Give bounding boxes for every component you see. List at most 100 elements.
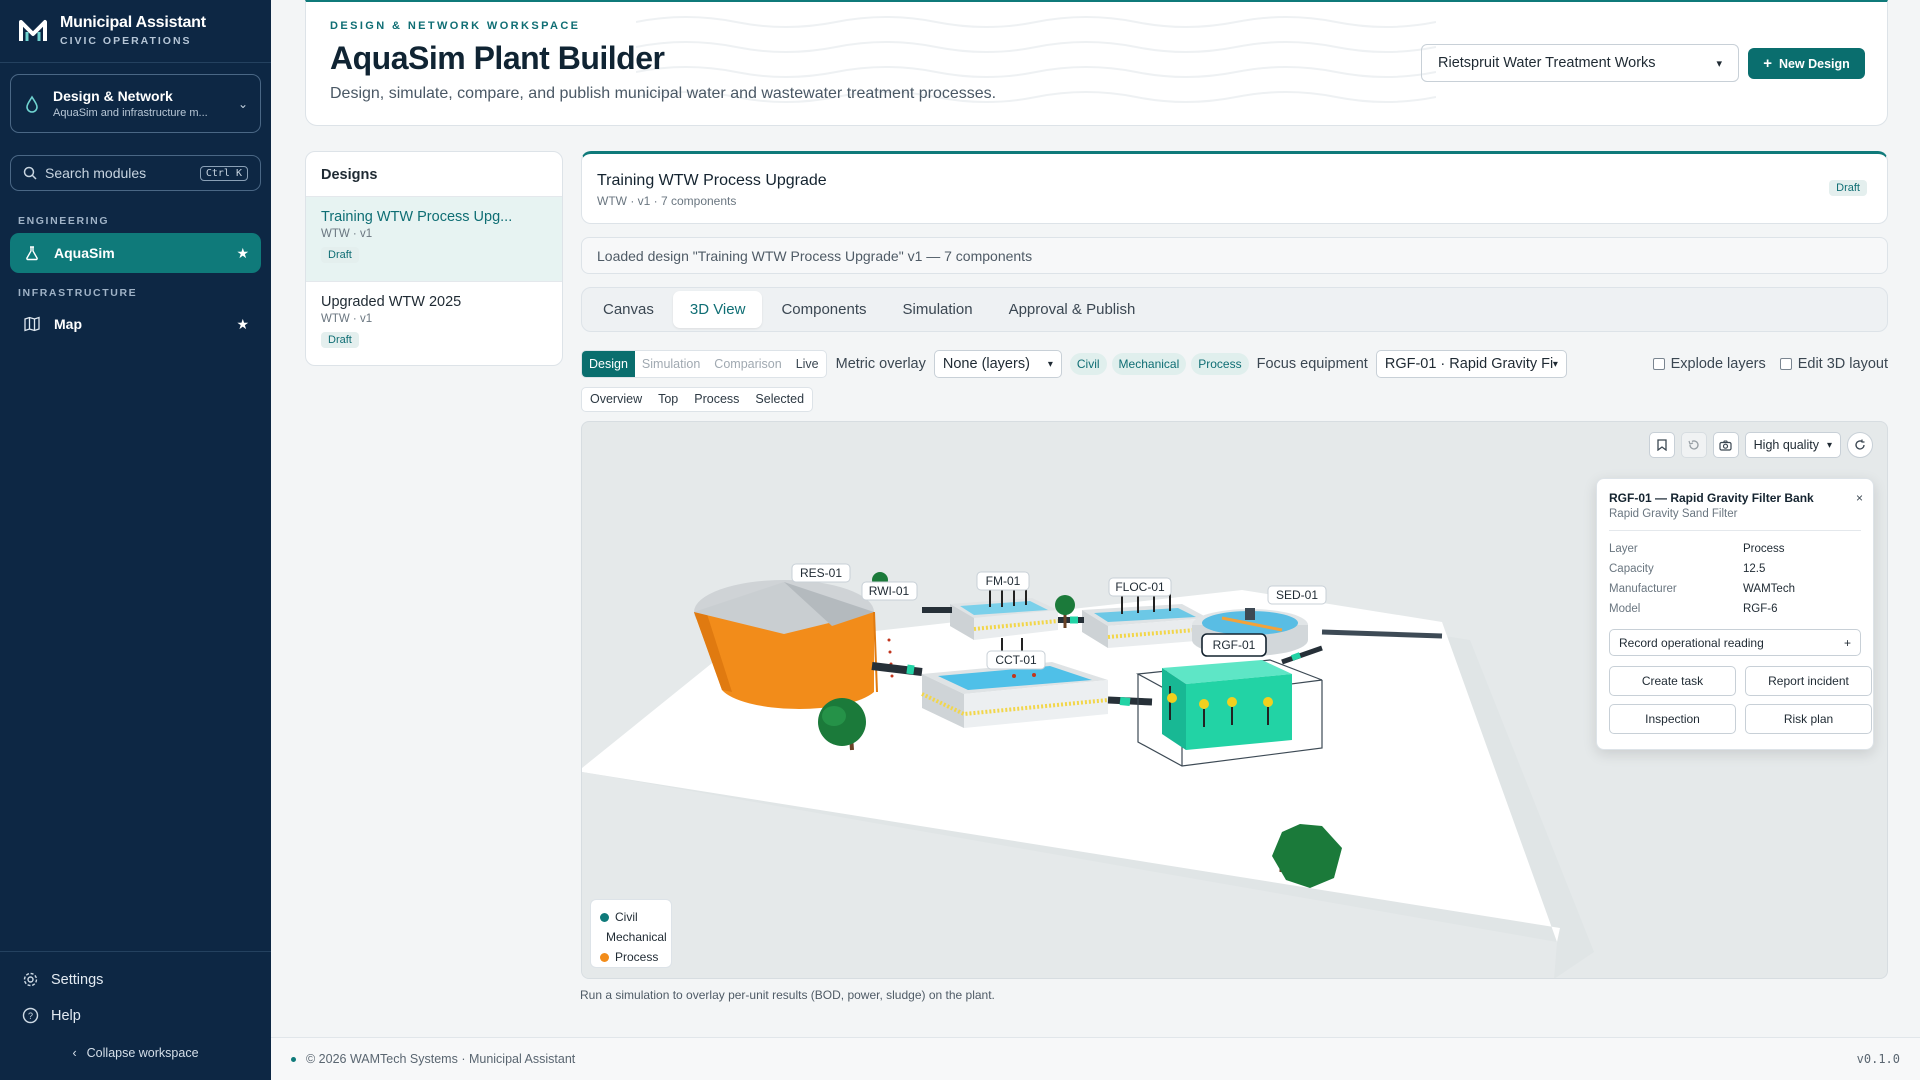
brand-logo-icon	[19, 19, 47, 41]
view-process[interactable]: Process	[694, 392, 740, 406]
report-incident-button[interactable]: Report incident	[1745, 666, 1872, 696]
design-list-item[interactable]: Training WTW Process Upg... WTW · v1 Dra…	[306, 197, 562, 282]
risk-plan-button[interactable]: Risk plan	[1745, 704, 1872, 734]
settings-link[interactable]: Settings	[22, 971, 103, 988]
star-icon[interactable]: ★	[236, 316, 249, 332]
mode-live[interactable]: Live	[795, 357, 819, 371]
sed-01-clarifier[interactable]	[1192, 608, 1308, 656]
status-badge: Draft	[321, 332, 359, 348]
property-key: Layer	[1609, 543, 1638, 555]
close-icon[interactable]: ×	[1855, 491, 1863, 505]
design-list-item[interactable]: Upgraded WTW 2025 WTW · v1 Draft	[306, 282, 562, 365]
inspection-button[interactable]: Inspection	[1609, 704, 1736, 734]
quality-select[interactable]: High quality▾	[1744, 432, 1841, 458]
label-fm-01[interactable]: FM-01	[986, 574, 1021, 588]
create-task-button[interactable]: Create task	[1609, 666, 1736, 696]
res-01-reservoir[interactable]	[694, 580, 923, 709]
collapse-workspace-button[interactable]: ‹Collapse workspace	[0, 1046, 271, 1060]
view-toolbar: Design Simulation Comparison Live Metric…	[581, 350, 1888, 378]
rgf-01-filter[interactable]	[1136, 645, 1323, 767]
tab-canvas[interactable]: Canvas	[603, 301, 654, 318]
reset-view-button[interactable]	[1847, 432, 1873, 458]
page-subtitle: Design, simulate, compare, and publish m…	[330, 85, 997, 102]
legend-label: Civil	[615, 910, 638, 924]
layer-chip-process[interactable]: Process	[1191, 353, 1249, 375]
label-res-01[interactable]: RES-01	[800, 566, 842, 580]
metric-overlay-select[interactable]: None (layers) ▾	[933, 350, 1062, 378]
focus-equipment-value: RGF-01 · Rapid Gravity Fi	[1384, 356, 1553, 372]
star-icon[interactable]: ★	[236, 245, 249, 261]
status-message: Loaded design "Training WTW Process Upgr…	[581, 237, 1888, 274]
label-cct-01[interactable]: CCT-01	[995, 653, 1037, 667]
tree-decoration	[818, 572, 1342, 888]
plant-3d-scene[interactable]: RES-01 RWI-01 FM-01 FLOC-01 SED-01 CCT-0…	[582, 422, 1888, 979]
label-sed-01[interactable]: SED-01	[1276, 588, 1318, 602]
legend-label: Mechanical	[606, 930, 667, 944]
chevron-down-icon: ▾	[1552, 358, 1558, 370]
design-name: Training WTW Process Upg...	[321, 209, 513, 225]
tab-simulation[interactable]: Simulation	[902, 301, 973, 318]
tab-3d-view[interactable]: 3D View	[672, 291, 763, 328]
workspace-selector[interactable]: Design & Network AquaSim and infrastruct…	[10, 74, 261, 133]
new-design-label: New Design	[1778, 56, 1850, 71]
sidebar-item-map[interactable]: Map ★	[10, 304, 261, 344]
plant-select[interactable]: Rietspruit Water Treatment Works ▾	[1421, 44, 1739, 82]
tab-approval-publish[interactable]: Approval & Publish	[1008, 301, 1136, 318]
bookmark-icon	[1656, 439, 1667, 451]
metric-overlay-value: None (layers)	[942, 356, 1030, 372]
legend-item: Mechanical	[600, 927, 667, 947]
label-floc-01[interactable]: FLOC-01	[1115, 580, 1165, 594]
droplet-icon	[26, 94, 38, 113]
copyright: © 2026 WAMTech Systems · Municipal Assis…	[306, 1052, 576, 1066]
explode-layers-checkbox[interactable]: Explode layers	[1652, 356, 1766, 372]
design-title: Training WTW Process Upgrade	[597, 172, 827, 189]
view-top[interactable]: Top	[658, 392, 679, 406]
module-search[interactable]: Search modules Ctrl K	[10, 155, 261, 191]
brand-subtitle: CIVIC OPERATIONS	[60, 35, 192, 47]
mode-simulation[interactable]: Simulation	[641, 357, 701, 371]
view-overview[interactable]: Overview	[590, 392, 643, 406]
new-design-button[interactable]: + New Design	[1748, 48, 1865, 79]
collapse-label: Collapse workspace	[86, 1046, 199, 1060]
history-icon	[1688, 440, 1699, 450]
help-link[interactable]: ? Help	[22, 1007, 81, 1024]
settings-label: Settings	[51, 971, 104, 988]
map-icon	[24, 316, 40, 332]
label-rwi-01[interactable]: RWI-01	[869, 584, 910, 598]
status-badge: Draft	[1829, 180, 1867, 196]
refresh-icon	[1855, 439, 1865, 450]
fm-01-basin[interactable]	[922, 584, 1059, 640]
brand[interactable]: Municipal Assistant CIVIC OPERATIONS	[18, 14, 206, 47]
property-key: Capacity	[1609, 563, 1654, 575]
legend-label: Process	[615, 950, 659, 964]
layer-chip-civil[interactable]: Civil	[1069, 353, 1107, 375]
mode-design[interactable]: Design	[582, 351, 635, 377]
record-reading-button[interactable]: Record operational reading+	[1609, 629, 1861, 656]
sidebar-item-aquasim[interactable]: AquaSim ★	[10, 233, 261, 273]
page-eyebrow: DESIGN & NETWORK WORKSPACE	[330, 20, 581, 32]
edit-3d-layout-checkbox[interactable]: Edit 3D layout	[1779, 356, 1888, 372]
chevron-down-icon: ▾	[1716, 57, 1722, 70]
page-footer: © 2026 WAMTech Systems · Municipal Assis…	[271, 1037, 1920, 1080]
status-badge: Draft	[321, 247, 359, 263]
svg-text:?: ?	[28, 1011, 33, 1021]
3d-viewport[interactable]: RES-01 RWI-01 FM-01 FLOC-01 SED-01 CCT-0…	[581, 421, 1888, 979]
label-rgf-01[interactable]: RGF-01	[1213, 638, 1256, 652]
metric-overlay-label: Metric overlay	[835, 356, 926, 372]
plus-icon: +	[1763, 55, 1772, 72]
screenshot-button[interactable]	[1712, 432, 1739, 458]
gear-icon	[23, 972, 38, 987]
focus-equipment-select[interactable]: RGF-01 · Rapid Gravity Fi ▾	[1375, 350, 1567, 378]
history-button[interactable]	[1680, 432, 1707, 458]
mode-comparison[interactable]: Comparison	[714, 357, 782, 371]
cct-01-tank[interactable]	[921, 638, 1153, 728]
checkbox-box	[1779, 358, 1792, 370]
legend-swatch	[600, 912, 609, 922]
layer-chip-mechanical[interactable]: Mechanical	[1111, 353, 1187, 375]
tab-components[interactable]: Components	[781, 301, 867, 318]
view-selected[interactable]: Selected	[755, 392, 805, 406]
bookmark-button[interactable]	[1648, 432, 1675, 458]
